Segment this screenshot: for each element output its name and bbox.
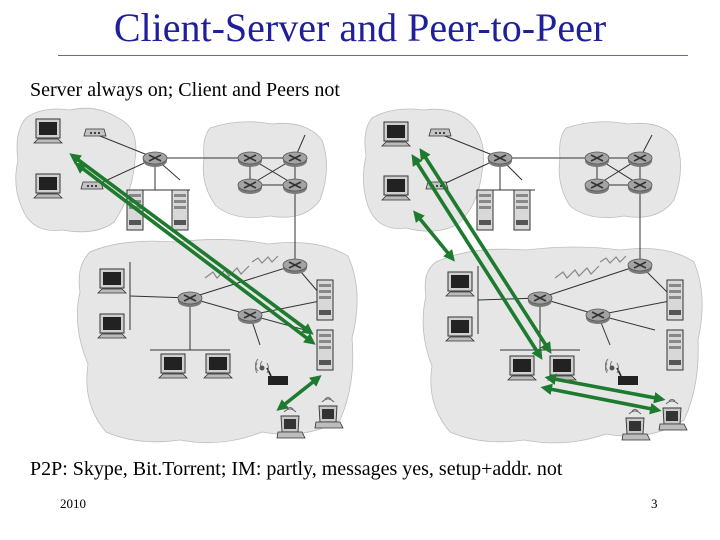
right-pc-icon bbox=[445, 271, 475, 297]
left-enterprise-router-icon bbox=[237, 308, 263, 325]
right-enterprise-router-icon bbox=[585, 308, 611, 325]
footer-year: 2010 bbox=[60, 496, 86, 511]
left-router-icon bbox=[142, 151, 168, 168]
left-network bbox=[15, 107, 358, 444]
arrow-client-server bbox=[276, 375, 322, 411]
right-isp-router-icon bbox=[627, 151, 653, 168]
right-home-pc-icon bbox=[381, 175, 411, 201]
left-server-icon bbox=[316, 329, 334, 371]
arrow-peer-to-peer bbox=[419, 148, 552, 354]
left-modem-icon bbox=[83, 128, 107, 137]
arrow-peer-to-peer bbox=[544, 373, 666, 404]
right-isp-router-icon bbox=[584, 151, 610, 168]
right-server-icon bbox=[666, 329, 684, 371]
right-wireless-link-zigzag bbox=[554, 265, 600, 279]
left-pc-icon bbox=[158, 353, 188, 379]
right-enterprise-router-icon bbox=[627, 258, 653, 275]
right-server-icon bbox=[666, 279, 684, 321]
arrow-peer-to-peer bbox=[413, 210, 455, 262]
left-isp-router-icon bbox=[282, 178, 308, 195]
slide-subtitle: Server always on; Client and Peers not bbox=[30, 79, 340, 101]
right-wireless-link-zigzag-2 bbox=[599, 255, 627, 264]
title-underline bbox=[58, 55, 688, 56]
slide-title: Client-Server and Peer-to-Peer bbox=[113, 5, 607, 50]
right-pc-icon bbox=[547, 355, 577, 381]
right-enterprise-router-icon bbox=[527, 291, 553, 308]
right-pc-icon bbox=[507, 355, 537, 381]
left-enterprise-router-icon bbox=[177, 291, 203, 308]
right-modem-icon bbox=[428, 128, 452, 137]
right-isp-router-icon bbox=[627, 178, 653, 195]
left-home-pc-icon bbox=[33, 173, 63, 199]
left-isp-router-icon bbox=[237, 178, 263, 195]
left-pc-icon bbox=[203, 353, 233, 379]
right-home-pc-icon bbox=[381, 121, 411, 147]
left-home-pc-icon bbox=[33, 118, 63, 144]
arrow-client-server bbox=[74, 162, 316, 345]
p2p-note: P2P: Skype, Bit.Torrent; IM: partly, mes… bbox=[30, 458, 563, 480]
left-pc-icon bbox=[97, 268, 127, 294]
left-pc-icon bbox=[97, 313, 127, 339]
right-server-icon bbox=[476, 189, 494, 231]
right-isp-router-icon bbox=[584, 178, 610, 195]
cloud-right-isp bbox=[558, 121, 681, 219]
right-router-icon bbox=[487, 151, 513, 168]
cloud-left-home bbox=[15, 107, 137, 233]
right-server-icon bbox=[513, 189, 531, 231]
page-number: 3 bbox=[651, 496, 658, 511]
left-isp-router-icon bbox=[237, 151, 263, 168]
cloud-left-isp bbox=[202, 121, 327, 219]
right-pc-icon bbox=[445, 316, 475, 342]
left-server-icon bbox=[316, 279, 334, 321]
left-server-icon bbox=[171, 189, 189, 231]
left-isp-router-icon bbox=[282, 151, 308, 168]
left-enterprise-router-icon bbox=[282, 258, 308, 275]
connection-arrows bbox=[69, 148, 666, 415]
